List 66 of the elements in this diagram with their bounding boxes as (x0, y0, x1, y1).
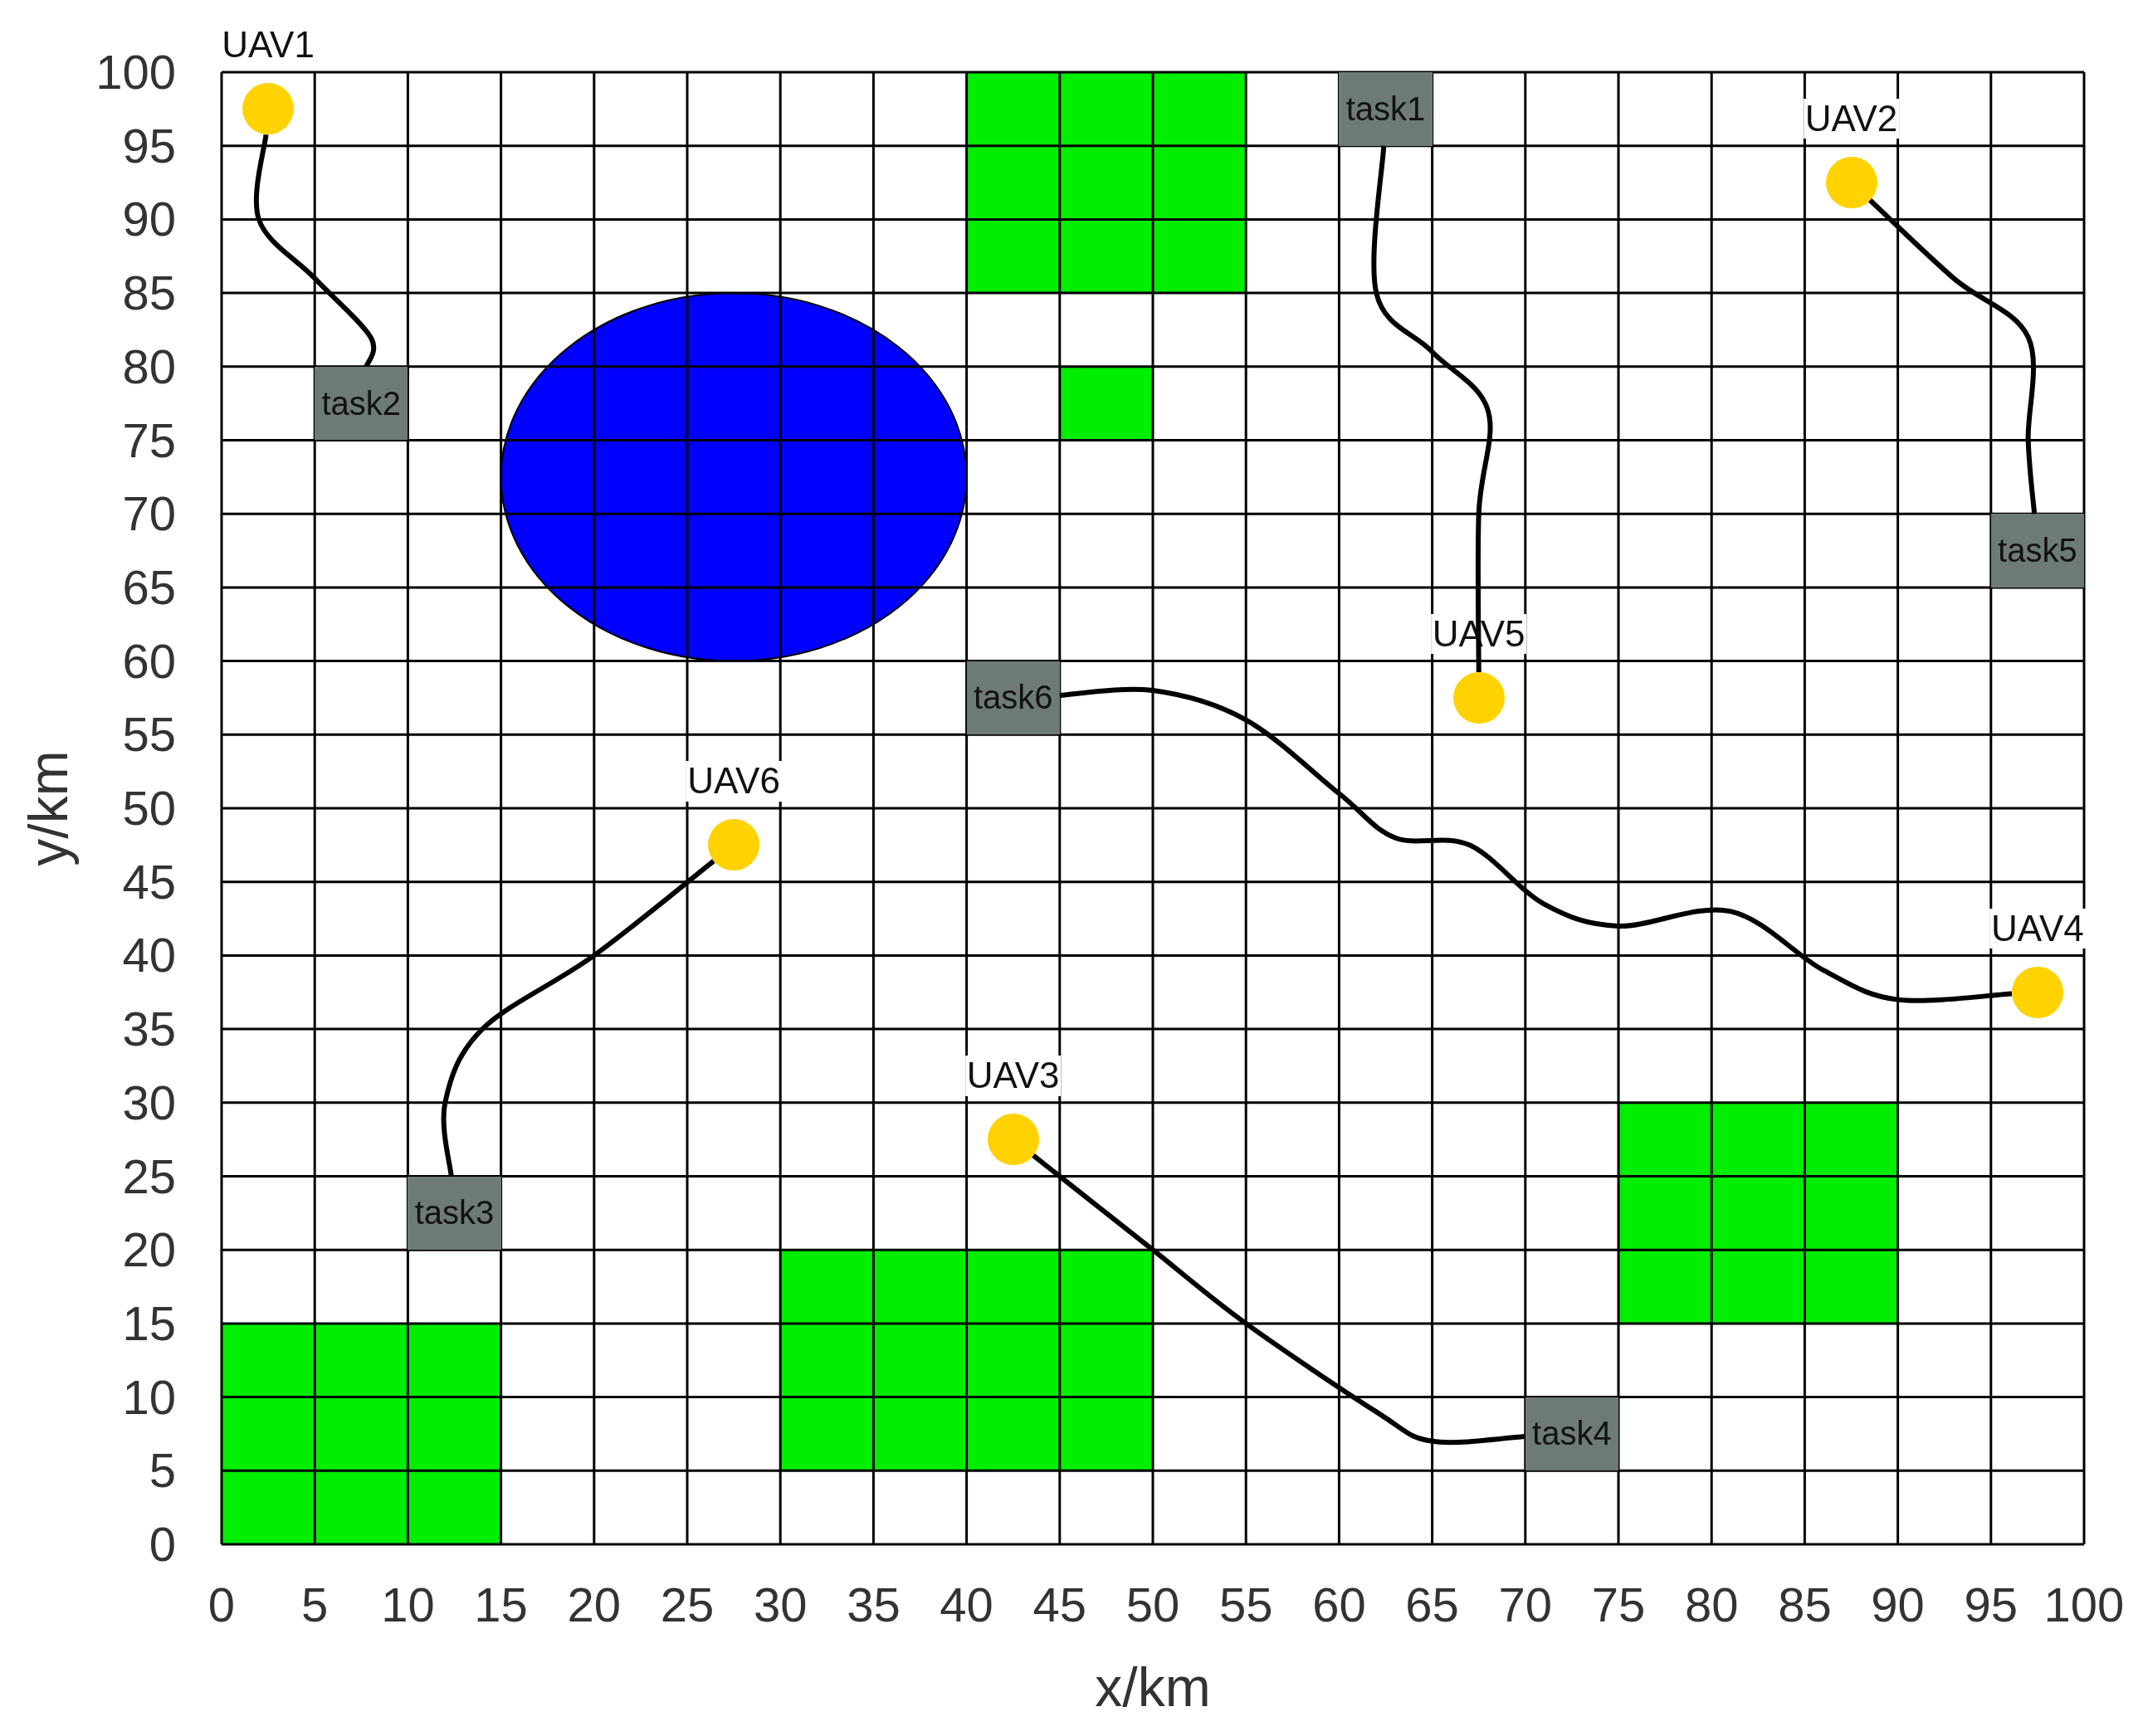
y-tick-label: 75 (122, 412, 176, 468)
y-tick-label: 80 (122, 338, 176, 394)
task-label: task2 (321, 384, 402, 422)
x-tick-label: 45 (1032, 1577, 1087, 1632)
x-tick-label: 60 (1312, 1577, 1366, 1632)
uav-label: UAV4 (1989, 908, 2086, 949)
x-tick-label: 35 (847, 1577, 901, 1632)
x-tick-label: 70 (1498, 1577, 1553, 1632)
y-tick-label: 90 (122, 191, 176, 247)
flight-path (441, 859, 715, 1177)
y-tick-label: 100 (95, 44, 176, 100)
flight-path (1032, 1153, 1526, 1446)
flight-path (1371, 145, 1493, 672)
task-label: task3 (414, 1194, 495, 1232)
y-tick-label: 65 (122, 558, 176, 615)
y-tick-label: 60 (122, 632, 176, 689)
task-label: task6 (973, 679, 1053, 717)
x-tick-label: 25 (660, 1577, 715, 1632)
x-tick-label: 65 (1405, 1577, 1459, 1632)
x-tick-label: 0 (207, 1577, 236, 1632)
y-tick-label: 85 (122, 265, 176, 321)
x-tick-label: 15 (474, 1577, 528, 1632)
task-box (1525, 1397, 1618, 1471)
x-tick-label: 100 (2043, 1577, 2125, 1632)
task-label: task1 (1345, 90, 1426, 128)
flight-path (1059, 686, 2013, 1003)
x-axis-title: x/km (1095, 1656, 1211, 1719)
x-tick-label: 55 (1218, 1577, 1273, 1632)
task-label: task4 (1532, 1415, 1612, 1453)
task-box (408, 1176, 501, 1251)
y-axis-title: y/km (17, 750, 80, 866)
y-tick-label: 35 (122, 1001, 176, 1057)
flight-path (1868, 198, 2038, 514)
x-tick-label: 5 (301, 1577, 329, 1632)
uav-label: UAV6 (686, 761, 782, 802)
x-tick-label: 90 (1871, 1577, 1925, 1632)
y-tick-label: 40 (122, 927, 176, 983)
task-box (315, 366, 408, 441)
y-tick-label: 5 (149, 1442, 176, 1499)
task-box (1990, 514, 2084, 588)
uav-label: UAV3 (964, 1056, 1062, 1096)
y-tick-label: 50 (122, 780, 176, 836)
task-label: task5 (1998, 532, 2077, 570)
x-tick-label: 20 (567, 1577, 622, 1632)
flight-path (253, 134, 377, 368)
y-tick-label: 45 (122, 853, 176, 909)
x-tick-label: 30 (753, 1577, 808, 1632)
y-tick-label: 55 (122, 706, 176, 763)
y-tick-label: 0 (149, 1516, 176, 1572)
x-tick-label: 10 (381, 1577, 435, 1632)
x-tick-label: 40 (940, 1577, 993, 1632)
y-tick-label: 10 (122, 1368, 176, 1425)
x-tick-label: 95 (1964, 1577, 2019, 1632)
y-tick-label: 30 (122, 1074, 176, 1130)
x-tick-label: 50 (1125, 1577, 1180, 1632)
x-tick-label: 80 (1684, 1577, 1739, 1632)
y-tick-label: 15 (122, 1295, 176, 1351)
y-tick-label: 20 (122, 1222, 176, 1278)
y-tick-label: 70 (122, 485, 176, 542)
task-box (1339, 72, 1433, 146)
task-box (966, 661, 1060, 735)
uav-label: UAV2 (1803, 99, 1900, 139)
y-tick-label: 95 (122, 117, 176, 173)
y-tick-label: 25 (122, 1148, 176, 1204)
x-tick-label: 85 (1778, 1577, 1832, 1632)
x-tick-label: 75 (1591, 1577, 1646, 1632)
